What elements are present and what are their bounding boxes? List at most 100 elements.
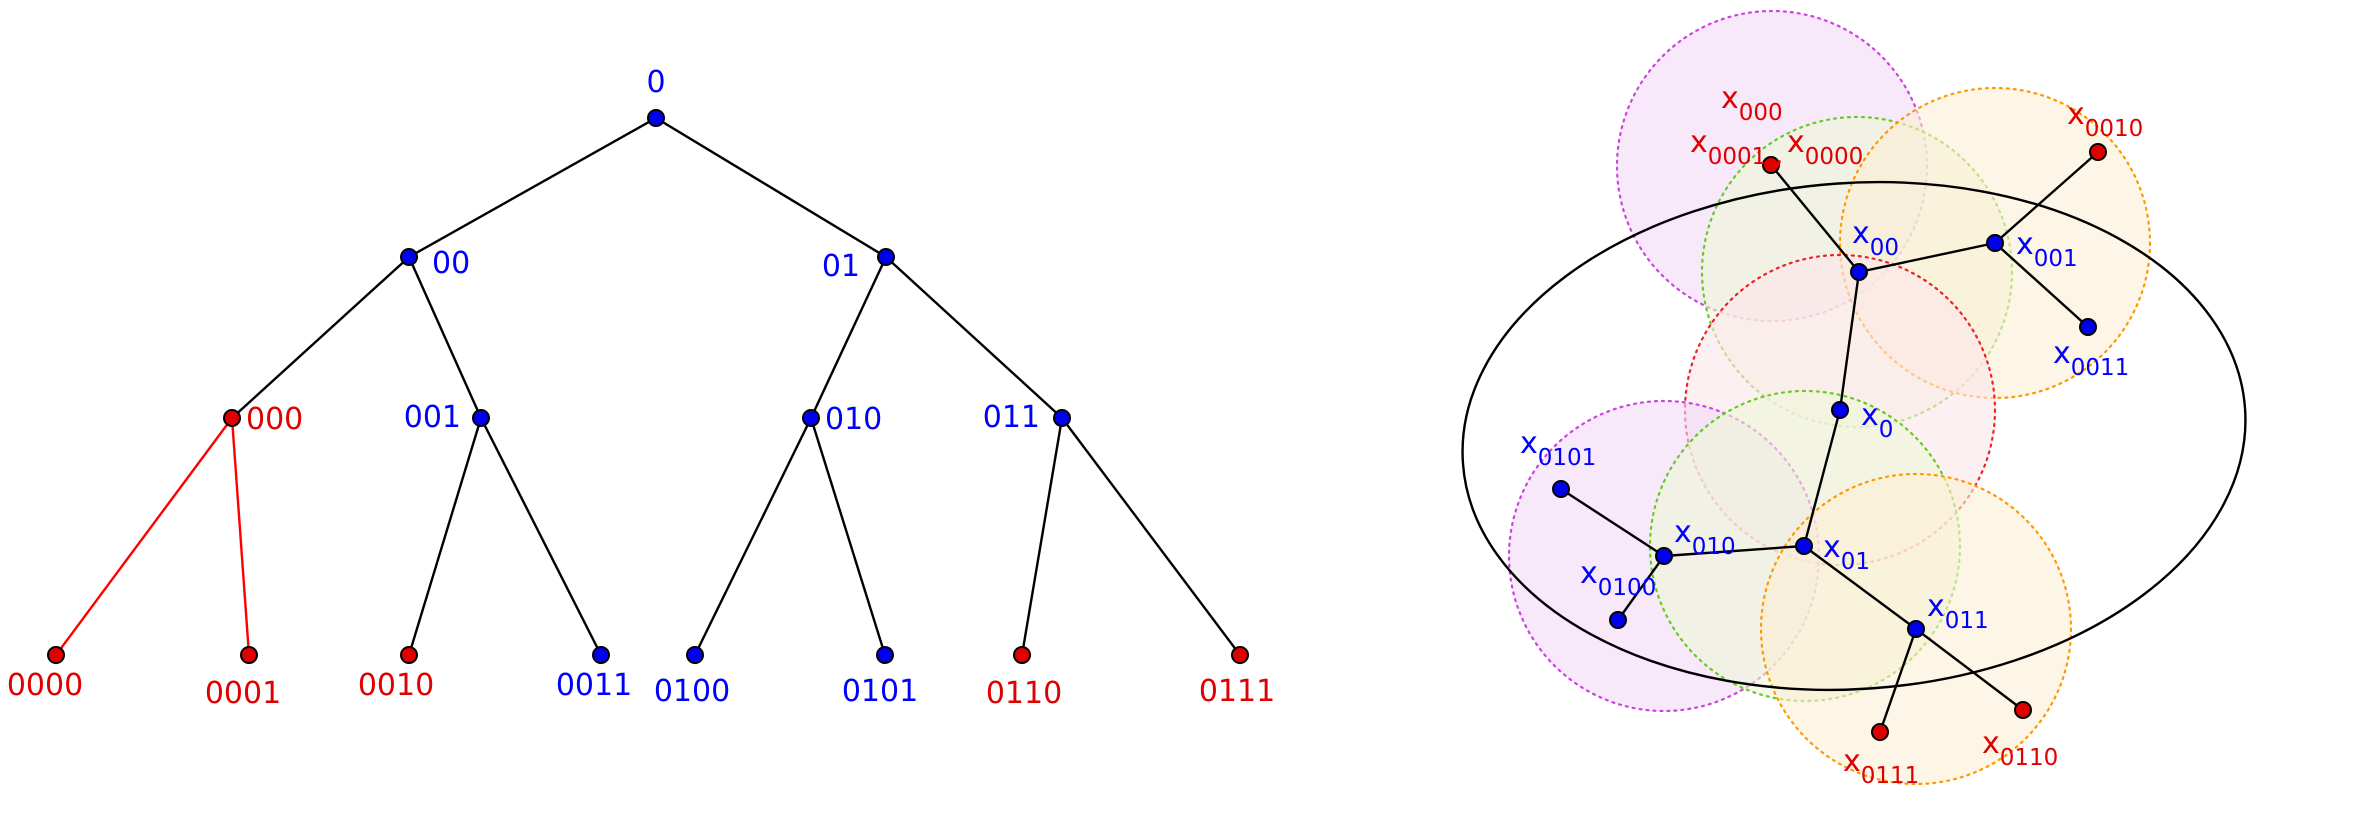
- embedding-label-x010-subscript: 010: [1692, 534, 1736, 560]
- tree-edge: [231, 256, 410, 419]
- embedding-nodes: [1552, 143, 2107, 741]
- tree-label-00: 00: [432, 246, 470, 281]
- embedding-edge: [1663, 544, 1805, 558]
- embedding-edge: [1915, 628, 2024, 711]
- embedding-label-x0111: x0111: [1843, 744, 1919, 789]
- embedding-label-x0000-subscript: 0000: [1805, 144, 1864, 170]
- tree-edge: [809, 417, 887, 656]
- embedding-edge: [1802, 409, 1842, 547]
- embedding-node-x011: [1907, 620, 1925, 638]
- tree-edge: [655, 116, 887, 259]
- embedding-label-x0011: x0011: [2053, 336, 2129, 381]
- embedding-label-x0101-subscript: 0101: [1538, 445, 1597, 471]
- tree-label-0111: 0111: [1199, 674, 1275, 709]
- tree-node-0100: [686, 646, 704, 664]
- embedding-label-x0010-base: x: [2067, 97, 2085, 132]
- tree-label-0101: 0101: [842, 674, 918, 709]
- embedding-label-x000-subscript: 000: [1739, 100, 1783, 126]
- embedding-edge: [1994, 242, 2089, 328]
- embedding-label-x0101: x0101: [1520, 426, 1596, 471]
- embedding-label-x01-subscript: 01: [1841, 549, 1870, 575]
- tree-edge: [408, 116, 657, 259]
- embedding-node-x0001: [1762, 156, 1780, 174]
- embedding-label-x010-base: x: [1674, 515, 1692, 550]
- embedding-node-x0100: [1609, 611, 1627, 629]
- tree-node-011: [1053, 409, 1071, 427]
- tree-label-0001: 0001: [205, 676, 281, 711]
- tree-label-0011: 0011: [556, 668, 632, 703]
- tree-node-0011: [592, 646, 610, 664]
- embedding-node-x0110: [2014, 701, 2032, 719]
- embedding-label-x011-subscript: 011: [1945, 608, 1989, 634]
- embedding-label-x0110: x0110: [1982, 726, 2058, 771]
- embedding-node-x010: [1655, 547, 1673, 565]
- embedding-label-x000: x000: [1721, 81, 1783, 126]
- embedding-edge: [1858, 241, 1996, 274]
- embedding-node-x00: [1850, 263, 1868, 281]
- embedding-node-x0: [1831, 401, 1849, 419]
- embedding-label-x0: x0: [1861, 398, 1893, 443]
- tree-node-000: [223, 409, 241, 427]
- embedding-label-x001-subscript: 001: [2034, 246, 2078, 272]
- tree-edge: [407, 256, 483, 419]
- tree-node-00: [400, 248, 418, 266]
- embedding-edge: [1617, 555, 1665, 621]
- tree-node-0101: [876, 646, 894, 664]
- embedding-node-x0101: [1552, 480, 1570, 498]
- embedding-node-x0010: [2089, 143, 2107, 161]
- tree-label-011: 011: [983, 400, 1040, 435]
- embedding-label-x0010-subscript: 0010: [2085, 116, 2144, 142]
- tree-nodes: [47, 109, 1249, 664]
- tree-node-001: [472, 409, 490, 427]
- embedding-label-x00-base: x: [1852, 216, 1870, 251]
- embedding-label-x0011-base: x: [2053, 336, 2071, 371]
- tree-node-0110: [1013, 646, 1031, 664]
- tree-node-0001: [240, 646, 258, 664]
- embedding-label-x0110-subscript: 0110: [2000, 745, 2059, 771]
- embedding-edge: [1838, 271, 1861, 411]
- embedding-label-x0010: x0010: [2067, 97, 2143, 142]
- embedding-label-x0000: x0000: [1787, 125, 1863, 170]
- tree-edge: [1020, 417, 1064, 656]
- label-separator: ,: [1774, 137, 1784, 172]
- tree-edge: [885, 256, 1063, 419]
- embedding-node-x001: [1986, 234, 2004, 252]
- embedding-label-x001: x001: [2016, 227, 2078, 272]
- tree-edge: [809, 256, 888, 419]
- embedding-label-x0100-base: x: [1580, 556, 1598, 591]
- embedding-label-x0100: x0100: [1580, 556, 1656, 601]
- tree-edge: [230, 417, 251, 656]
- embedding-label-x00: x00: [1852, 216, 1899, 261]
- embedding-node-x01: [1795, 537, 1813, 555]
- embedding-label-x0100-subscript: 0100: [1598, 575, 1657, 601]
- embedding-labels: x0x00x01x001x010x011x0011x0101x0100x0001…: [1520, 81, 2143, 789]
- tree-label-0100: 0100: [654, 674, 730, 709]
- tree-node-01: [877, 248, 895, 266]
- embedding-label-x011: x011: [1927, 589, 1989, 634]
- tree-edge: [693, 417, 813, 656]
- outer-ellipse: [1461, 180, 2247, 692]
- tree-edges: [55, 116, 1241, 656]
- tree-label-0010: 0010: [358, 668, 434, 703]
- embedding-label-x00-subscript: 00: [1870, 235, 1899, 261]
- tree-label-001: 001: [404, 400, 461, 435]
- tree-edge: [407, 417, 483, 656]
- embedding-edges: [1560, 151, 2099, 733]
- embedding-label-x0101-base: x: [1520, 426, 1538, 461]
- tree-label-01: 01: [822, 249, 860, 284]
- embedding-balls: [1507, 9, 2152, 786]
- embedding-edge: [1994, 151, 2099, 244]
- embedding-edge: [1803, 545, 1917, 630]
- embedding-label-x010: x010: [1674, 515, 1736, 560]
- tree-node-0010: [400, 646, 418, 664]
- tree-label-010: 010: [825, 402, 882, 437]
- embedding-label-x0000-base: x: [1787, 125, 1805, 160]
- tree-label-0: 0: [646, 65, 665, 100]
- embedding-edge: [1878, 628, 1918, 733]
- tree-node-0111: [1231, 646, 1249, 664]
- embedding-label-x01: x01: [1823, 530, 1870, 575]
- tree-node-0000: [47, 646, 65, 664]
